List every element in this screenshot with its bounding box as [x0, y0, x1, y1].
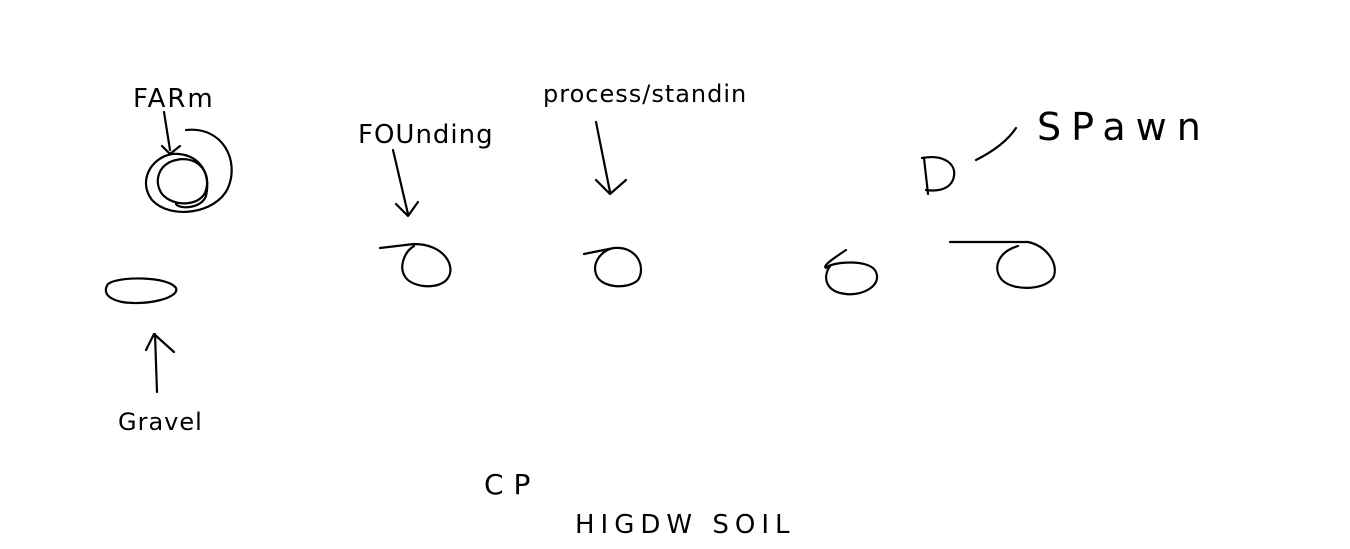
label-process-standin: process/standin [543, 80, 748, 108]
circle-right-2 [948, 240, 1056, 289]
farm-drawing [144, 110, 233, 213]
process-arrow [594, 120, 628, 196]
gravel-ellipse [104, 277, 178, 305]
spawn-connector [974, 126, 1018, 162]
circle-right-1 [824, 248, 879, 296]
farm-arrow [160, 110, 182, 156]
farm-outer-swirl [144, 128, 233, 213]
process-circle [582, 246, 643, 288]
label-spawn: SPawn [1037, 105, 1211, 149]
founding-drawing [378, 148, 452, 288]
circle-right-2-shape [948, 240, 1056, 289]
spawn-block [920, 156, 956, 196]
label-soil: HIGDW SOIL [575, 510, 796, 540]
label-gravel: Gravel [118, 408, 203, 436]
circle-right-1-shape [824, 248, 879, 296]
spawn-drawing [920, 126, 1018, 196]
process-drawing [582, 120, 643, 288]
farm-inner-circle [156, 158, 209, 205]
label-founding: FOUnding [358, 120, 494, 150]
founding-circle [378, 242, 452, 288]
label-cp: CP [484, 468, 541, 501]
gravel-drawing [104, 277, 178, 394]
founding-arrow [391, 148, 420, 218]
gravel-arrow [144, 332, 176, 394]
label-farm: FARm [133, 84, 215, 114]
